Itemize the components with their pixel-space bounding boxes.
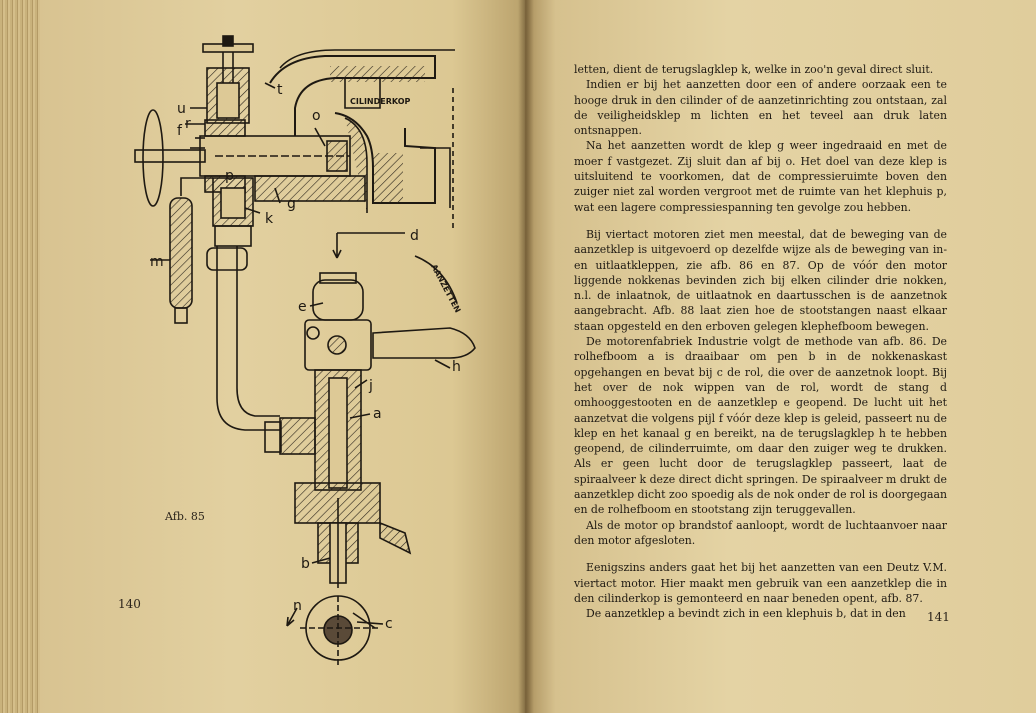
label-r: r bbox=[185, 116, 191, 132]
label-u: u bbox=[177, 101, 186, 117]
label-k: k bbox=[265, 211, 274, 227]
label-n: n bbox=[293, 598, 302, 614]
label-e: e bbox=[298, 299, 307, 315]
paragraph: De aanzetklep a bevindt zich in een klep… bbox=[586, 607, 906, 621]
paragraph: letten, dient de terugslagklep k, welke … bbox=[574, 63, 934, 76]
right-page-text: letten, dient de terugslagklep k, welke … bbox=[574, 62, 947, 621]
book-gutter bbox=[518, 0, 534, 713]
label-m: m bbox=[150, 254, 164, 270]
paragraph: Bij viertact motoren ziet men meestal, d… bbox=[574, 227, 947, 333]
page-number-right: 141 bbox=[927, 610, 950, 624]
label-o: o bbox=[312, 108, 321, 124]
figure-caption: Afb. 85 bbox=[165, 510, 205, 523]
paragraph: Na het aanzetten wordt de klep g weer in… bbox=[574, 139, 947, 214]
label-g: g bbox=[287, 196, 296, 212]
paragraph: Eenigszins anders gaat het bij het aanze… bbox=[574, 561, 947, 605]
label-aanzetten: AANZETTEN bbox=[429, 263, 462, 315]
label-f: f bbox=[177, 123, 183, 139]
paragraph: De motorenfabriek Industrie volgt de met… bbox=[574, 335, 947, 517]
label-j: j bbox=[368, 378, 373, 394]
label-c: c bbox=[385, 616, 393, 632]
left-page bbox=[38, 0, 525, 713]
label-p: p bbox=[225, 168, 234, 184]
label-d: d bbox=[410, 228, 419, 244]
right-page bbox=[525, 0, 1036, 713]
valve-diagram-figure: CILINDERKOP AANZETTEN u r f t o p k g m … bbox=[134, 35, 476, 668]
paragraph: Als de motor op brandstof aanloopt, word… bbox=[574, 518, 947, 547]
label-a: a bbox=[373, 406, 382, 422]
label-b: b bbox=[301, 556, 310, 572]
label-cilinderkop: CILINDERKOP bbox=[350, 97, 411, 106]
paragraph: Indien er bij het aanzetten door een of … bbox=[574, 78, 947, 138]
page-edges bbox=[0, 0, 40, 713]
page-number-left: 140 bbox=[118, 597, 141, 611]
label-t: t bbox=[277, 82, 283, 98]
label-h: h bbox=[452, 359, 461, 375]
